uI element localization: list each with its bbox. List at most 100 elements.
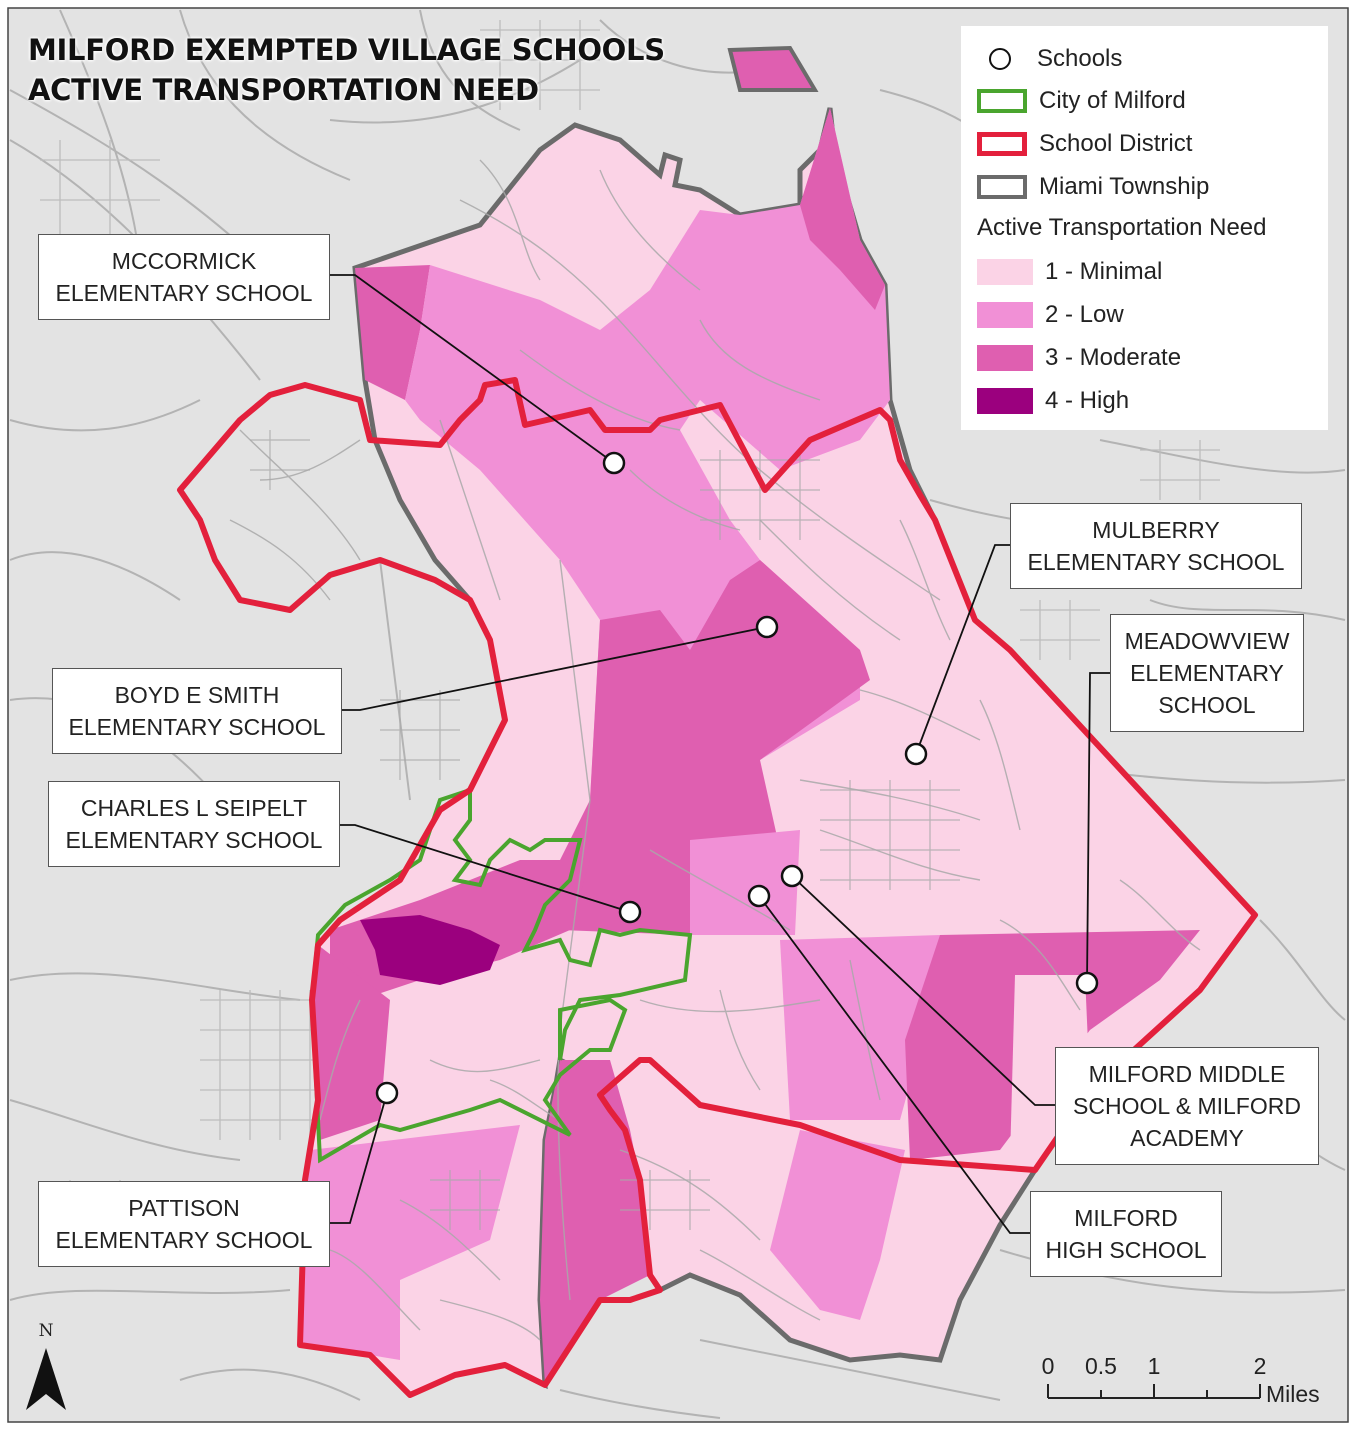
callout-text: SCHOOL <box>1158 692 1256 718</box>
legend-label: 1 - Minimal <box>1045 258 1163 285</box>
callout-text: MILFORD MIDDLE <box>1088 1061 1286 1087</box>
legend-item-township: Miami Township <box>977 172 1209 202</box>
map-title-line-1: MILFORD EXEMPTED VILLAGE SCHOOLS <box>28 33 665 67</box>
legend-need-title: Active Transportation Need <box>977 214 1267 241</box>
school-marker-high[interactable] <box>747 884 771 908</box>
callout-text: BOYD E SMITH <box>114 682 280 708</box>
zone-moderate-center <box>540 560 870 935</box>
zone-moderate-sw <box>312 945 390 1140</box>
legend-label: Schools <box>1037 45 1123 72</box>
callout-boyd[interactable]: BOYD E SMITH ELEMENTARY SCHOOL <box>52 668 342 754</box>
legend-item-city: City of Milford <box>977 86 1186 116</box>
need-zones <box>300 108 1200 1385</box>
zone-moderate-south <box>540 1060 650 1385</box>
legend-level-low: 2 - Low <box>977 300 1124 330</box>
zone-low-se-strip <box>1010 975 1090 1170</box>
scale-bar: 0 0.5 1 2 Miles <box>1042 1353 1320 1407</box>
school-marker-pattison[interactable] <box>375 1081 399 1105</box>
level-swatch <box>977 345 1033 371</box>
leader-mccormick <box>330 274 615 464</box>
legend-item-district: School District <box>977 129 1192 159</box>
leader-lines <box>330 274 1110 1234</box>
callout-pattison[interactable]: PATTISON ELEMENTARY SCHOOL <box>38 1181 330 1267</box>
legend-label: 3 - Moderate <box>1045 344 1182 371</box>
callout-high[interactable]: MILFORD HIGH SCHOOL <box>1030 1191 1222 1277</box>
internal-road-grid <box>250 430 960 1230</box>
callout-meadowview[interactable]: MEADOWVIEW ELEMENTARY SCHOOL <box>1110 614 1304 732</box>
legend-label: School District <box>1039 130 1193 157</box>
legend-level-moderate: 3 - Moderate <box>977 343 1181 373</box>
township-north-parcel <box>727 45 819 92</box>
level-swatch <box>977 259 1033 285</box>
callout-text: MEADOWVIEW <box>1124 628 1290 654</box>
map-title: MILFORD EXEMPTED VILLAGE SCHOOLS ACTIVE … <box>28 30 665 110</box>
callout-text: ELEMENTARY SCHOOL <box>65 827 323 853</box>
legend-label: 2 - Low <box>1045 301 1124 328</box>
background-roads <box>9 9 1346 1419</box>
city-outline-swatch <box>977 89 1027 113</box>
zone-high <box>360 915 500 985</box>
callout-text: ACADEMY <box>1130 1125 1244 1151</box>
callout-text: MCCORMICK <box>111 248 257 274</box>
callout-text: CHARLES L SEIPELT <box>80 795 308 821</box>
callout-text: ELEMENTARY SCHOOL <box>55 280 313 306</box>
district-outline-swatch <box>977 132 1027 156</box>
leader-meadowview <box>1086 672 1110 984</box>
north-arrow: N <box>26 1321 66 1410</box>
scale-tick-2: 2 <box>1254 1353 1267 1379</box>
school-marker-mccormick[interactable] <box>602 451 626 475</box>
callout-text: SCHOOL & MILFORD <box>1073 1093 1301 1119</box>
school-circle-icon <box>989 48 1011 70</box>
legend-item-schools: Schools <box>989 44 1122 74</box>
leader-seipelt <box>340 824 631 913</box>
level-swatch <box>977 302 1033 328</box>
zone-moderate-ne <box>800 108 885 310</box>
map-title-line-2: ACTIVE TRANSPORTATION NEED <box>28 73 539 107</box>
callout-text: ELEMENTARY SCHOOL <box>68 714 326 740</box>
township-outline-swatch <box>977 175 1027 199</box>
callout-text: MULBERRY <box>1092 517 1220 543</box>
callout-text: PATTISON <box>128 1195 240 1221</box>
callout-text: HIGH SCHOOL <box>1045 1237 1207 1263</box>
school-marker-meadowview[interactable] <box>1075 971 1099 995</box>
zone-moderate-nw <box>355 265 430 400</box>
scale-line <box>1047 1384 1261 1399</box>
internal-roads <box>229 159 1201 1341</box>
legend-label: 4 - High <box>1045 387 1130 414</box>
callout-text: ELEMENTARY SCHOOL <box>1027 549 1285 575</box>
callout-middle[interactable]: MILFORD MIDDLE SCHOOL & MILFORD ACADEMY <box>1055 1047 1319 1165</box>
school-markers <box>375 451 1099 1105</box>
legend-label: Miami Township <box>1039 173 1210 200</box>
legend-level-high: 4 - High <box>977 386 1129 416</box>
legend: Schools City of Milford School District … <box>961 26 1328 430</box>
school-marker-mulberry[interactable] <box>904 742 928 766</box>
legend-label: City of Milford <box>1039 87 1186 114</box>
callout-mccormick[interactable]: MCCORMICK ELEMENTARY SCHOOL <box>38 234 330 320</box>
scale-unit: Miles <box>1266 1381 1320 1407</box>
zone-low-southeast-b <box>770 1130 905 1320</box>
callout-mulberry[interactable]: MULBERRY ELEMENTARY SCHOOL <box>1010 503 1302 589</box>
scale-tick-05: 0.5 <box>1085 1353 1117 1379</box>
scale-tick-1: 1 <box>1148 1353 1161 1379</box>
zone-low-southeast-a <box>780 935 940 1120</box>
callout-text: MILFORD <box>1074 1205 1178 1231</box>
leader-middle <box>791 875 1055 1106</box>
zone-low-east-parcel <box>690 830 800 935</box>
leader-high <box>758 895 1030 1234</box>
north-label: N <box>39 1321 54 1341</box>
scale-tick-0: 0 <box>1042 1353 1055 1379</box>
leader-pattison <box>330 1092 388 1224</box>
zone-low-sw <box>300 1125 520 1360</box>
leader-mulberry <box>915 544 1010 755</box>
district-boundary <box>177 377 1258 1398</box>
school-marker-middle[interactable] <box>780 864 804 888</box>
north-arrow-icon <box>26 1348 66 1410</box>
city-boundary <box>309 787 693 1164</box>
school-marker-seipelt[interactable] <box>618 900 642 924</box>
school-marker-boyd[interactable] <box>755 615 779 639</box>
leader-boyd <box>342 626 768 711</box>
background-road-grid <box>40 20 1220 1260</box>
callout-text: ELEMENTARY SCHOOL <box>55 1227 313 1253</box>
callout-seipelt[interactable]: CHARLES L SEIPELT ELEMENTARY SCHOOL <box>48 781 340 867</box>
level-swatch <box>977 388 1033 414</box>
